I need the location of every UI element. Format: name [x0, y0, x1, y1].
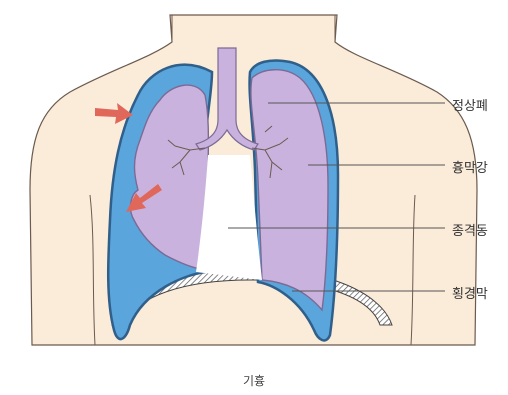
label-mediastinum: 종격동 — [452, 220, 488, 239]
figure-caption: 기흉 — [0, 372, 508, 389]
label-normal-lung: 정상폐 — [452, 95, 488, 114]
normal-right-lung — [251, 70, 328, 310]
torso — [30, 15, 477, 345]
label-pleural-cavity: 흉막강 — [452, 157, 488, 176]
label-diaphragm: 횡경막 — [452, 283, 488, 302]
